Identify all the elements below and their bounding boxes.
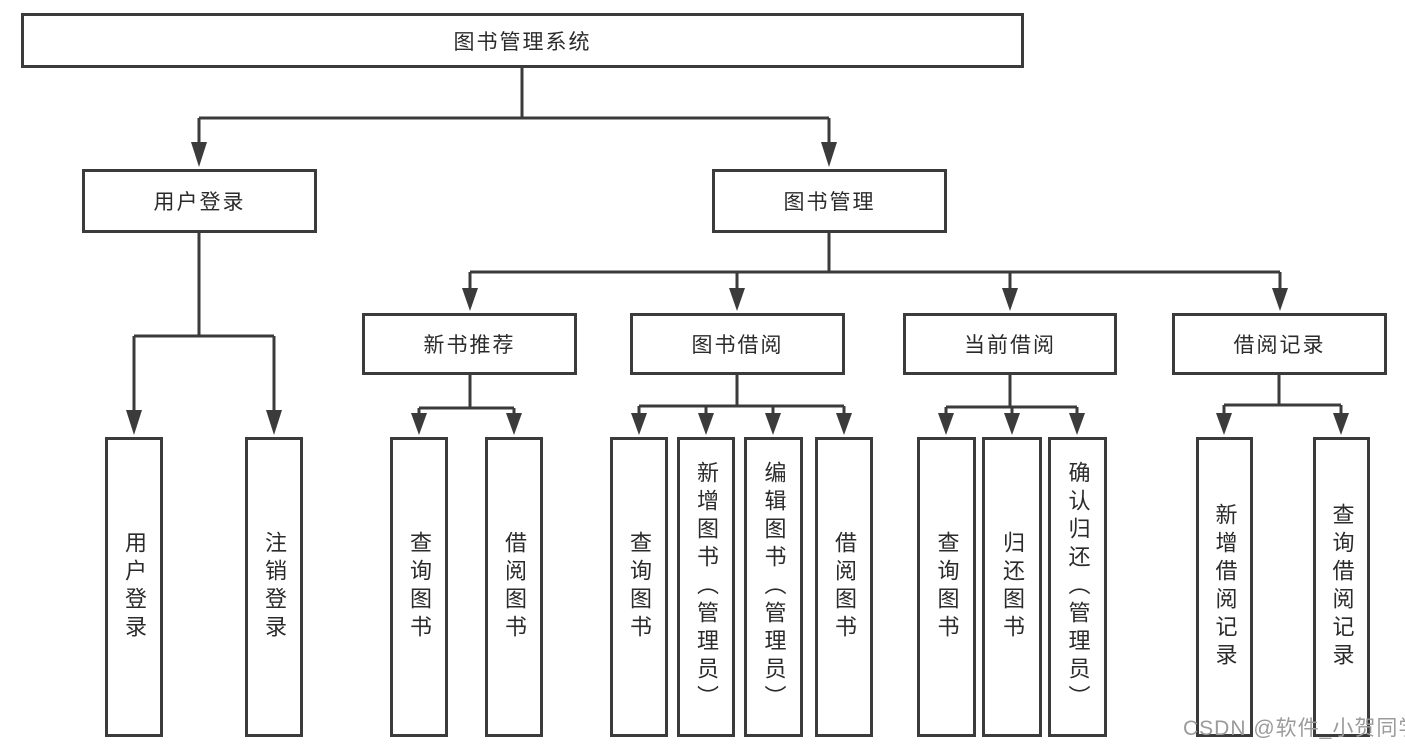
arrowhead [1272, 288, 1288, 311]
node-new-books: 新书推荐 [362, 313, 577, 375]
arrowhead [836, 413, 852, 435]
arrowhead [729, 288, 745, 311]
connector-book-borrow-children [631, 375, 852, 435]
leaf-records-add-record: 新增借阅记录 [1196, 437, 1253, 737]
leaf-bookborrow-add-books-admin: 新增图书（管理员） [677, 437, 735, 737]
arrowhead [631, 413, 647, 435]
arrowhead [266, 410, 282, 435]
leaf-bookborrow-edit-books-admin: 编辑图书（管理员） [744, 437, 803, 737]
leaf-bookborrow-borrow-books: 借阅图书 [815, 437, 873, 737]
connector-new-books-children [411, 375, 522, 435]
leaf-records-query-record: 查询借阅记录 [1313, 437, 1370, 737]
node-book-mgmt: 图书管理 [712, 169, 947, 233]
arrowhead [765, 413, 781, 435]
arrowhead [821, 142, 837, 167]
connector-root-to-level2 [191, 68, 837, 167]
leaf-logout: 注销登录 [245, 437, 303, 737]
leaf-bookborrow-query-books: 查询图书 [610, 437, 668, 737]
arrowhead [1069, 413, 1085, 435]
watermark: CSDN @软件_小贺同学 [1183, 717, 1405, 740]
node-user-login: 用户登录 [82, 169, 317, 233]
node-book-borrow: 图书借阅 [630, 313, 845, 375]
node-borrow-records: 借阅记录 [1172, 313, 1387, 375]
connector-user-login-children [126, 233, 282, 435]
arrowhead [126, 410, 142, 435]
arrowhead [938, 413, 954, 435]
arrowhead [506, 413, 522, 435]
connector-book-mgmt-children [462, 233, 1288, 311]
arrowhead [1216, 413, 1232, 435]
arrowhead [191, 142, 207, 167]
arrowhead [1333, 413, 1349, 435]
arrowhead [1002, 288, 1018, 311]
arrowhead [1004, 413, 1020, 435]
arrowhead [462, 288, 478, 311]
leaf-newbooks-borrow-books: 借阅图书 [485, 437, 543, 737]
node-root: 图书管理系统 [21, 13, 1024, 68]
connector-borrow-records-children [1216, 375, 1349, 435]
leaf-user-login: 用户登录 [105, 437, 163, 737]
leaf-currentborrow-confirm-return-admin: 确认归还（管理员） [1048, 437, 1107, 737]
arrowhead [698, 413, 714, 435]
connector-current-borrow-children [938, 375, 1085, 435]
leaf-currentborrow-query-books: 查询图书 [917, 437, 976, 737]
leaf-newbooks-query-books: 查询图书 [390, 437, 448, 737]
leaf-currentborrow-return-books: 归还图书 [982, 437, 1042, 737]
node-current-borrow: 当前借阅 [903, 313, 1117, 375]
arrowhead [411, 413, 427, 435]
